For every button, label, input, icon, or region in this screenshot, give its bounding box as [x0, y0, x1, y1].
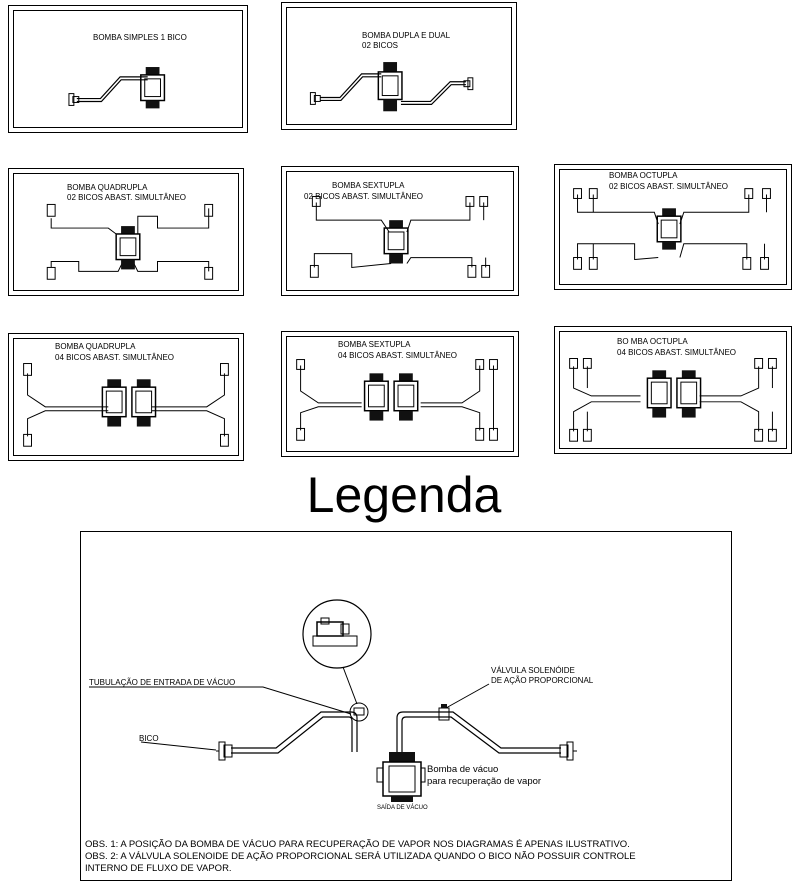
- nozzle-icon: [559, 741, 577, 761]
- panel-subtitle: 02 BICOS ABAST. SIMULTÂNEO: [67, 193, 186, 202]
- pump-diagram: [68, 67, 166, 109]
- diagram-panel-quadrupla-04: BOMBA QUADRUPLA 04 BICOS ABAST. SIMULTÂN…: [8, 333, 244, 461]
- legend-box: TUBULAÇÃO DE ENTRADA DE VÁCUO VÁLVULA SO…: [80, 531, 732, 881]
- panel-title: BOMBA SEXTUPLA: [338, 340, 411, 349]
- panel-title: BOMBA QUADRUPLA: [55, 342, 136, 351]
- pump-diagram: [569, 358, 777, 442]
- label-saida: SAÍDA DE VÁCUO: [377, 805, 428, 811]
- label-bomba-line1: Bomba de vácuo: [427, 764, 499, 775]
- solenoid-valve-icon: [438, 704, 450, 721]
- panel-subtitle: 02 BICOS: [362, 41, 399, 50]
- diagram-panel-quadrupla-02: BOMBA QUADRUPLA 02 BICOS ABAST. SIMULTÂN…: [8, 168, 244, 296]
- nozzle-icon: [216, 741, 233, 761]
- label-bico: BICO: [139, 734, 159, 743]
- diagram-panel-simples: BOMBA SIMPLES 1 BICO: [8, 5, 248, 133]
- nozzle-icon: [68, 93, 80, 106]
- pump-icon: [140, 67, 166, 109]
- pump-diagram: [309, 62, 474, 112]
- panel-title: BO MBA OCTUPLA: [617, 337, 688, 346]
- panel-subtitle: 04 BICOS ABAST. SIMULTÂNEO: [338, 351, 457, 360]
- vacuum-pump-icon: [376, 752, 426, 802]
- pump-diagram: [573, 188, 771, 270]
- panel-title: BOMBA DUPLA E DUAL: [362, 31, 451, 40]
- obs-2: OBS. 2: A VÁLVULA SOLENOIDE DE AÇÃO PROP…: [85, 851, 636, 862]
- panel-title: BOMBA SEXTUPLA: [332, 181, 405, 190]
- panel-title: BOMBA SIMPLES 1 BICO: [93, 33, 187, 42]
- diagram-panel-octupla-02: BOMBA OCTUPLA 02 BICOS ABAST. SIMULTÂNEO: [554, 164, 792, 290]
- panel-title: BOMBA OCTUPLA: [609, 171, 678, 180]
- panel-subtitle: 02 BICOS ABAST. SIMULTÂNEO: [609, 182, 728, 191]
- pump-diagram: [296, 359, 498, 441]
- magnified-valve-icon: [302, 599, 372, 705]
- legend-title: Legenda: [306, 467, 502, 523]
- diagram-panel-dupla: BOMBA DUPLA E DUAL 02 BICOS: [281, 2, 517, 130]
- panel-title: BOMBA QUADRUPLA: [67, 183, 148, 192]
- pump-diagram: [46, 203, 214, 280]
- pump-diagram: [23, 363, 229, 447]
- legend-diagram: [89, 599, 577, 802]
- label-valvula-line1: VÁLVULA SOLENÓIDE: [491, 666, 575, 675]
- pump-diagram: [309, 196, 491, 278]
- diagram-panel-sextupla-02: BOMBA SEXTUPLA 02 BICOS ABAST. SIMULTÂNE…: [281, 166, 519, 296]
- obs-1: OBS. 1: A POSIÇÃO DA BOMBA DE VÁCUO PARA…: [85, 839, 630, 850]
- label-tubulacao: TUBULAÇÃO DE ENTRADA DE VÁCUO: [89, 678, 236, 687]
- diagram-panel-sextupla-04: BOMBA SEXTUPLA 04 BICOS ABAST. SIMULTÂNE…: [281, 331, 519, 457]
- label-bomba-line2: para recuperação de vapor: [427, 776, 542, 787]
- label-valvula-line2: DE AÇÃO PROPORCIONAL: [491, 676, 594, 685]
- diagram-panel-octupla-04: BO MBA OCTUPLA 04 BICOS ABAST. SIMULTÂNE…: [554, 326, 792, 454]
- panel-subtitle: 04 BICOS ABAST. SIMULTÂNEO: [55, 353, 174, 362]
- panel-subtitle: 04 BICOS ABAST. SIMULTÂNEO: [617, 348, 736, 357]
- panel-subtitle: 02 BICOS ABAST. SIMULTÂNEO: [304, 192, 423, 201]
- obs-3: INTERNO DE FLUXO DE VAPOR.: [85, 863, 232, 874]
